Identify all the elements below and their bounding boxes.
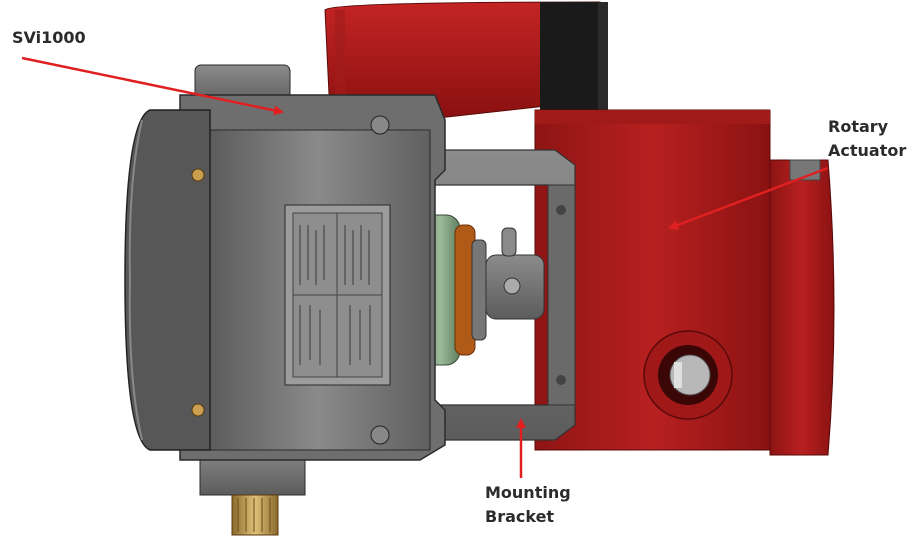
mounting-bracket-label-line1: Mounting [485,483,571,502]
svi1000-arrow [21,56,284,116]
mounting-bracket-label: Mounting Bracket [485,481,571,529]
coupling [419,214,545,366]
rotary-actuator-arrow [668,166,829,230]
svi1000-label-text: SVi1000 [12,28,86,47]
mounting-bracket [434,149,576,441]
rotary-actuator-label: Rotary Actuator [828,115,906,163]
rotary-actuator-label-line2: Actuator [828,141,907,160]
rotary-actuator-label-line1: Rotary [828,117,889,136]
mounting-bracket-label-line2: Bracket [485,507,555,526]
svi1000-label: SVi1000 [12,26,86,50]
svi1000-positioner [124,64,446,536]
